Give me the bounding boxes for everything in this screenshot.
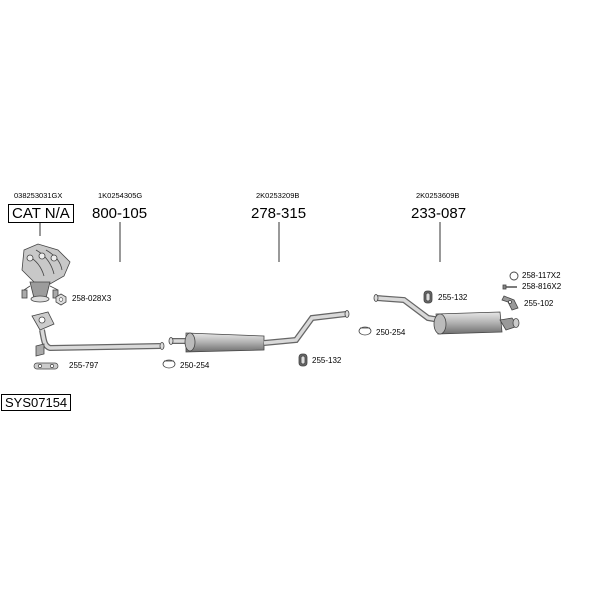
front-pipe <box>31 311 165 357</box>
rear-silencer <box>373 294 520 335</box>
system-id-label: SYS07154 <box>1 394 72 411</box>
accessory-code[interactable]: 250-254 <box>376 328 406 337</box>
part-number-catalyst[interactable]: CAT N/A <box>8 204 74 223</box>
accessory-code[interactable]: 255-132 <box>312 356 342 365</box>
nut-icon <box>55 293 67 306</box>
exhaust-manifold <box>21 243 71 303</box>
accessory-code[interactable]: 258-028X3 <box>72 294 112 303</box>
oem-ref-3: 2K0253209B <box>256 191 300 200</box>
sealing-ring-icon <box>509 271 519 281</box>
oem-ref-2: 1K0254305G <box>98 191 143 200</box>
accessory-code[interactable]: 255-102 <box>524 299 554 308</box>
part-number-rear-silencer[interactable]: 233-087 <box>411 205 467 222</box>
clamp-icon <box>162 359 176 369</box>
part-number-middle-silencer[interactable]: 278-315 <box>251 205 307 222</box>
middle-silencer <box>168 310 350 353</box>
bolt-icon <box>502 284 517 290</box>
rubber-hanger-icon <box>298 353 308 367</box>
oem-ref-4: 2K0253609B <box>416 191 460 200</box>
accessory-code[interactable]: 255-797 <box>69 361 99 370</box>
gasket-icon <box>33 362 59 370</box>
clamp-icon <box>358 326 372 336</box>
accessory-code[interactable]: 250-254 <box>180 361 210 370</box>
oem-ref-1: 038253031GX <box>14 191 63 200</box>
accessory-code[interactable]: 258-816X2 <box>522 282 562 291</box>
bracket-icon <box>501 295 519 311</box>
part-number-front-pipe[interactable]: 800-105 <box>92 205 148 222</box>
accessory-code[interactable]: 255-132 <box>438 293 468 302</box>
rubber-hanger-icon <box>423 290 433 304</box>
accessory-code[interactable]: 258-117X2 <box>522 271 561 280</box>
